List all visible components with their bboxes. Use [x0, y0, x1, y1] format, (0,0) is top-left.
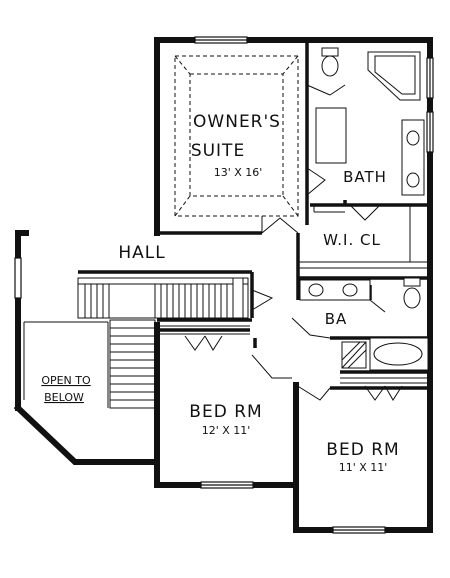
hall-label: HALL — [118, 243, 165, 263]
open-to-below-line2: BELOW — [44, 391, 84, 404]
fixtures — [299, 47, 429, 371]
doors — [184, 84, 403, 401]
stairs — [77, 277, 249, 409]
open-to-below-line1: OPEN TO — [41, 374, 91, 387]
owners-suite-label-line2: SUITE — [191, 141, 245, 161]
thin-walls — [23, 205, 428, 408]
wic-label: W.I. CL — [323, 231, 381, 249]
tray-ceiling — [174, 55, 299, 217]
owners-suite-size: 13' X 16' — [214, 166, 263, 179]
owners-suite-label-line1: OWNER'S — [193, 112, 281, 132]
bed-rm-left-size: 12' X 11' — [202, 424, 251, 437]
windows — [14, 36, 434, 534]
bed-rm-right-label: BED RM — [326, 440, 399, 460]
bed-rm-right-size: 11' X 11' — [339, 461, 388, 474]
ba-label: BA — [325, 310, 348, 328]
bath-label: BATH — [343, 168, 387, 186]
bed-rm-left-label: BED RM — [189, 402, 262, 422]
